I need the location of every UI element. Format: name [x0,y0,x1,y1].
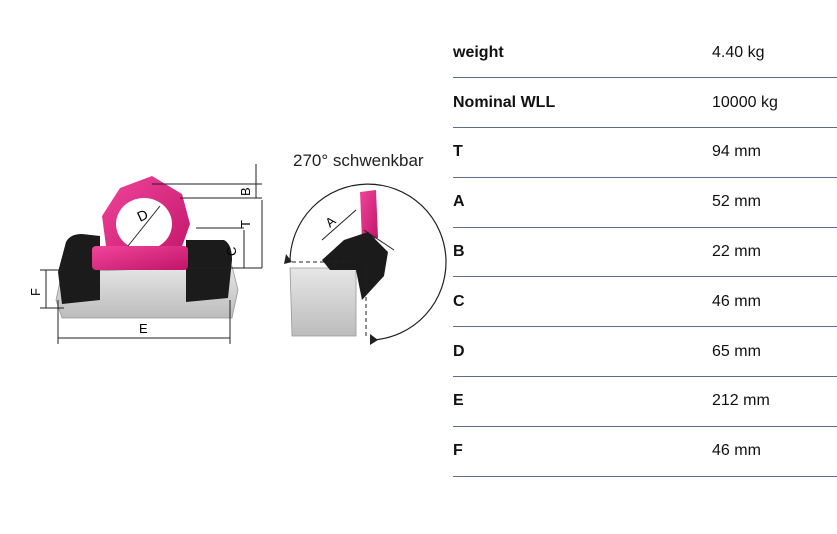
spec-value: 22 mm [712,243,761,261]
front-dimension-lines [40,164,263,344]
product-dimension-drawing: D B T C F E A 270° schwenkbar [28,151,447,345]
side-pink-bar [360,190,378,240]
dim-label-b: B [238,187,253,196]
spec-value: 65 mm [712,342,761,360]
spec-row-b: B 22 mm [453,227,837,277]
side-black-pad [322,232,388,300]
spec-row-f: F 46 mm [453,426,837,477]
spec-row-a: A 52 mm [453,177,837,228]
spec-row-t: T 94 mm [453,128,837,178]
spec-value: 94 mm [712,143,761,161]
dim-label-f: F [28,288,43,296]
ring-eye [116,198,172,250]
spec-label: D [453,342,465,360]
dim-label-c: C [224,247,239,256]
spec-value: 10000 kg [712,93,778,111]
dimension-diagram: D B T C F E A [28,164,447,345]
side-view [284,183,447,345]
spec-value: 46 mm [712,292,761,310]
spec-label: E [453,392,464,410]
spec-label: A [453,193,465,211]
spec-row-nominal-wll: Nominal WLL 10000 kg [453,78,837,128]
spec-label: T [453,143,463,161]
dim-label-t: T [238,220,253,228]
spec-value: 46 mm [712,442,761,460]
side-concrete [289,267,357,337]
spec-row-c: C 46 mm [453,277,837,327]
spec-table: weight 4.40 kg Nominal WLL 10000 kg T 94… [453,28,837,477]
swivel-caption: 270° schwenkbar [293,151,424,170]
side-dimension-lines [292,209,395,336]
right-pad [186,240,232,302]
spec-row-weight: weight 4.40 kg [453,28,837,78]
spec-value: 4.40 kg [712,43,765,61]
swivel-arc [289,183,447,341]
spec-value: 212 mm [712,392,770,410]
spec-label: Nominal WLL [453,93,556,111]
ring-base [92,246,188,270]
front-view [40,164,263,344]
left-pad [58,234,100,304]
spec-value: 52 mm [712,193,761,211]
spec-label: F [453,442,463,460]
spec-label: C [453,292,465,310]
spec-row-e: E 212 mm [453,377,837,427]
dim-label-e: E [139,321,148,336]
spec-label: weight [453,43,504,61]
spec-row-d: D 65 mm [453,327,837,377]
spec-label: B [453,243,465,261]
